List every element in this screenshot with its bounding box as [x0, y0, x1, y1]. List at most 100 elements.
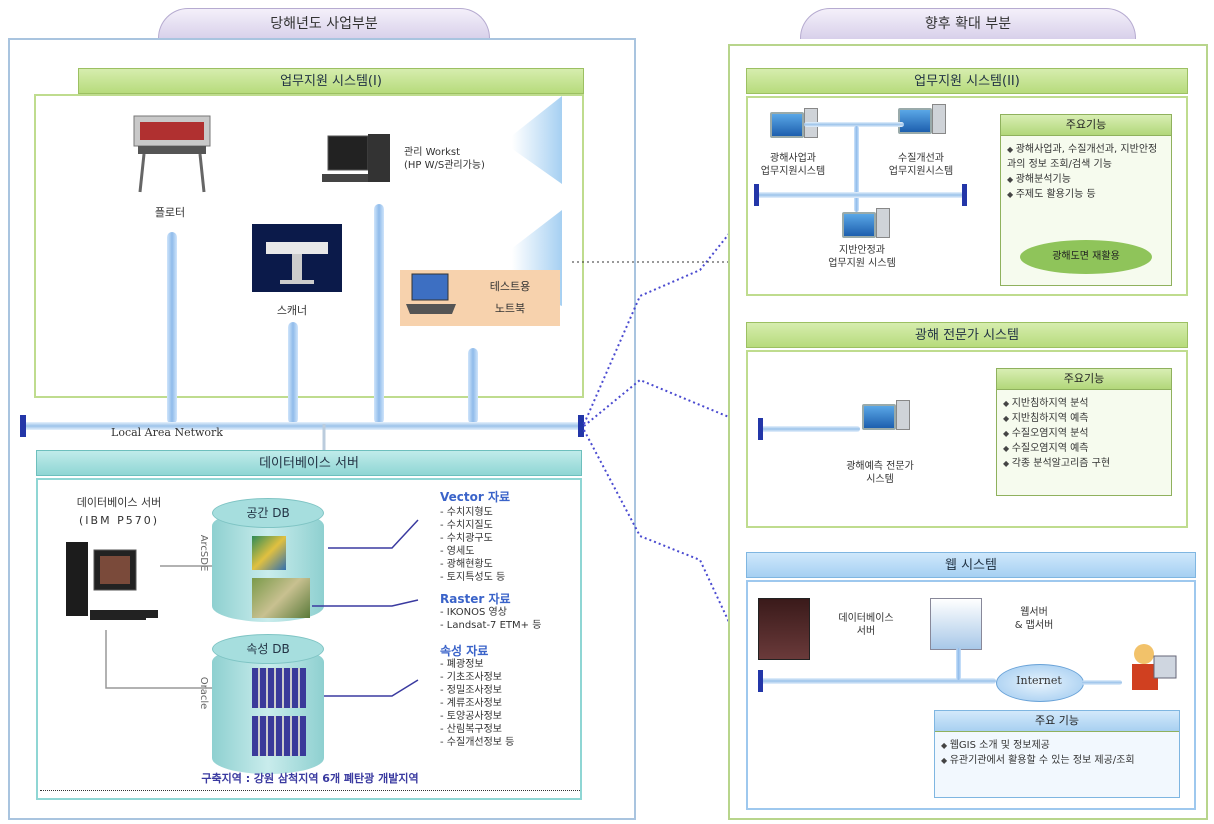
- expert-features-title: 주요기능: [997, 369, 1171, 390]
- attribute-item: 계류조사정보: [440, 697, 514, 710]
- test-laptop-label-2: 노트북: [494, 302, 526, 315]
- vector-item: 수치광구도: [440, 532, 505, 545]
- build-area-footer: 구축지역 : 강원 삼척지역 6개 폐탄광 개발지역: [201, 772, 419, 785]
- system2-upper-link: [804, 122, 904, 127]
- db-server-label-2: (IBM P570): [79, 514, 159, 527]
- vector-item: 영세도: [440, 545, 505, 558]
- attribute-table-icon: [252, 668, 306, 708]
- attribute-item: 정밀조사정보: [440, 684, 514, 697]
- web-server-icon: [930, 598, 982, 650]
- system2-vertical-link: [854, 126, 859, 212]
- plotter-label: 플로터: [154, 206, 186, 219]
- expert-bus-cap: [758, 418, 763, 440]
- web-db-server-label: 데이터베이스 서버: [838, 613, 894, 637]
- db-server-title: 데이터베이스 서버: [36, 450, 582, 476]
- vector-data-title: Vector 자료: [440, 490, 511, 504]
- web-system-area: [746, 580, 1196, 810]
- system2-bus: [756, 192, 966, 198]
- feature-item: 광해사업과, 수질개선과, 지반안정과의 정보 조회/검색 기능: [1007, 142, 1165, 172]
- spatial-db-label: 공간 DB: [212, 498, 324, 528]
- computer-tower-icon: [876, 208, 890, 238]
- computer-icon: [770, 112, 804, 138]
- plotter-icon: [132, 112, 212, 194]
- test-laptop-label-1: 테스트용: [489, 280, 531, 293]
- workstation-label: 관리 Workst (HP W/S관리가능): [404, 147, 485, 171]
- scanner-connector: [288, 322, 298, 424]
- lan-label: Local Area Network: [111, 426, 223, 439]
- feature-item: 유관기관에서 활용할 수 있는 정보 제공/조회: [941, 753, 1173, 768]
- vector-item: 수치지형도: [440, 506, 505, 519]
- web-features: 주요 기능 웹GIS 소개 및 정보제공 유관기관에서 활용할 수 있는 정보 …: [934, 710, 1180, 798]
- laptop-icon: [404, 272, 458, 318]
- db-server-icon: [64, 538, 160, 634]
- computer-tower-icon: [932, 104, 946, 134]
- attribute-db-label: 속성 DB: [212, 634, 324, 664]
- computer-tower-icon: [896, 400, 910, 430]
- laptop-connector: [468, 348, 478, 424]
- attribute-item: 폐광정보: [440, 658, 514, 671]
- expert-bus: [760, 426, 860, 432]
- attribute-item: 토양공사정보: [440, 710, 514, 723]
- computer-icon: [862, 404, 896, 430]
- web-bus-cap: [758, 670, 763, 692]
- vector-item: 광해현황도: [440, 558, 505, 571]
- web-features-list: 웹GIS 소개 및 정보제공 유관기관에서 활용할 수 있는 정보 제공/조회: [941, 738, 1173, 768]
- lan-right-cap: [578, 415, 584, 437]
- lan-bus: [22, 422, 582, 430]
- attribute-data-title: 속성 자료: [440, 644, 489, 658]
- business-system-2-area: [746, 96, 1188, 296]
- attribute-item: 기초조사정보: [440, 671, 514, 684]
- plotter-connector: [167, 232, 177, 424]
- attribute-data-list: 폐광정보 기초조사정보 정밀조사정보 계류조사정보 토양공사정보 산림복구정보 …: [440, 658, 515, 749]
- expert-features-list: 지반침하지역 분석 지반침하지역 예측 수질오염지역 분석 수질오염지역 예측 …: [1003, 396, 1165, 471]
- vector-data-list: 수치지형도 수치지질도 수치광구도 영세도 광해현황도 토지특성도 등: [440, 506, 505, 584]
- business-system-1-title: 업무지원 시스템(I): [78, 68, 584, 94]
- computer-icon: [842, 212, 876, 238]
- tab-current-year: 당해년도 사업부분: [158, 8, 490, 39]
- attribute-table-icon-2: [252, 716, 306, 756]
- raster-item: Landsat-7 ETM+ 등: [440, 619, 542, 632]
- web-system-title: 웹 시스템: [746, 552, 1196, 578]
- expert-features: 주요기능 지반침하지역 분석 지반침하지역 예측 수질오염지역 분석 수질오염지…: [996, 368, 1172, 496]
- tab-future-expansion: 향후 확대 부분: [800, 8, 1136, 39]
- attribute-item: 수질개선정보 등: [440, 736, 515, 749]
- feature-item: 수질오염지역 분석: [1003, 426, 1165, 441]
- node-mine-reclamation: 광해사업과 업무지원시스템: [760, 153, 826, 177]
- mine-drawing-reuse-badge: 광해도면 재활용: [1020, 240, 1152, 274]
- user-icon: [1124, 638, 1180, 696]
- web-db-server-icon: [758, 598, 810, 660]
- lan-left-cap: [20, 415, 26, 437]
- scanner-icon: [252, 224, 342, 292]
- node-water-quality: 수질개선과 업무지원시스템: [888, 153, 954, 177]
- web-features-title: 주요 기능: [935, 711, 1179, 732]
- scanner-label: 스캐너: [276, 304, 308, 317]
- workstation-icon: [318, 134, 394, 192]
- feature-item: 주제도 활용기능 등: [1007, 187, 1165, 202]
- system2-features-list: 광해사업과, 수질개선과, 지반안정과의 정보 조회/검색 기능 광해분석기능 …: [1007, 142, 1165, 202]
- attribute-item: 산림복구정보: [440, 723, 514, 736]
- expert-node-label: 광해예측 전문가 시스템: [846, 461, 914, 485]
- web-server-label: 웹서버 & 맵서버: [1014, 607, 1054, 631]
- system2-features-title: 주요기능: [1001, 115, 1171, 136]
- business-system-2-title: 업무지원 시스템(II): [746, 68, 1188, 94]
- db-server-label-1: 데이터베이스 서버: [76, 496, 162, 509]
- raster-data-list: IKONOS 영상 Landsat-7 ETM+ 등: [440, 606, 542, 632]
- db-server-area: [36, 478, 582, 800]
- internet-link: [1082, 680, 1122, 685]
- feature-item: 광해분석기능: [1007, 172, 1165, 187]
- web-server-connector: [956, 648, 961, 680]
- expert-system-title: 광해 전문가 시스템: [746, 322, 1188, 348]
- feature-item: 지반침하지역 예측: [1003, 411, 1165, 426]
- spatial-map-icon: [252, 536, 286, 570]
- vector-item: 수치지질도: [440, 519, 505, 532]
- internet-label: Internet: [1016, 674, 1062, 687]
- workstation-connector: [374, 204, 384, 424]
- raster-data-title: Raster 자료: [440, 592, 511, 606]
- system2-bus-right-cap: [962, 184, 967, 206]
- satellite-image-icon: [252, 578, 310, 618]
- feature-item: 지반침하지역 분석: [1003, 396, 1165, 411]
- raster-item: IKONOS 영상: [440, 606, 541, 619]
- web-bus: [760, 678, 996, 684]
- node-ground-stability: 지반안정과 업무지원 시스템: [828, 245, 896, 269]
